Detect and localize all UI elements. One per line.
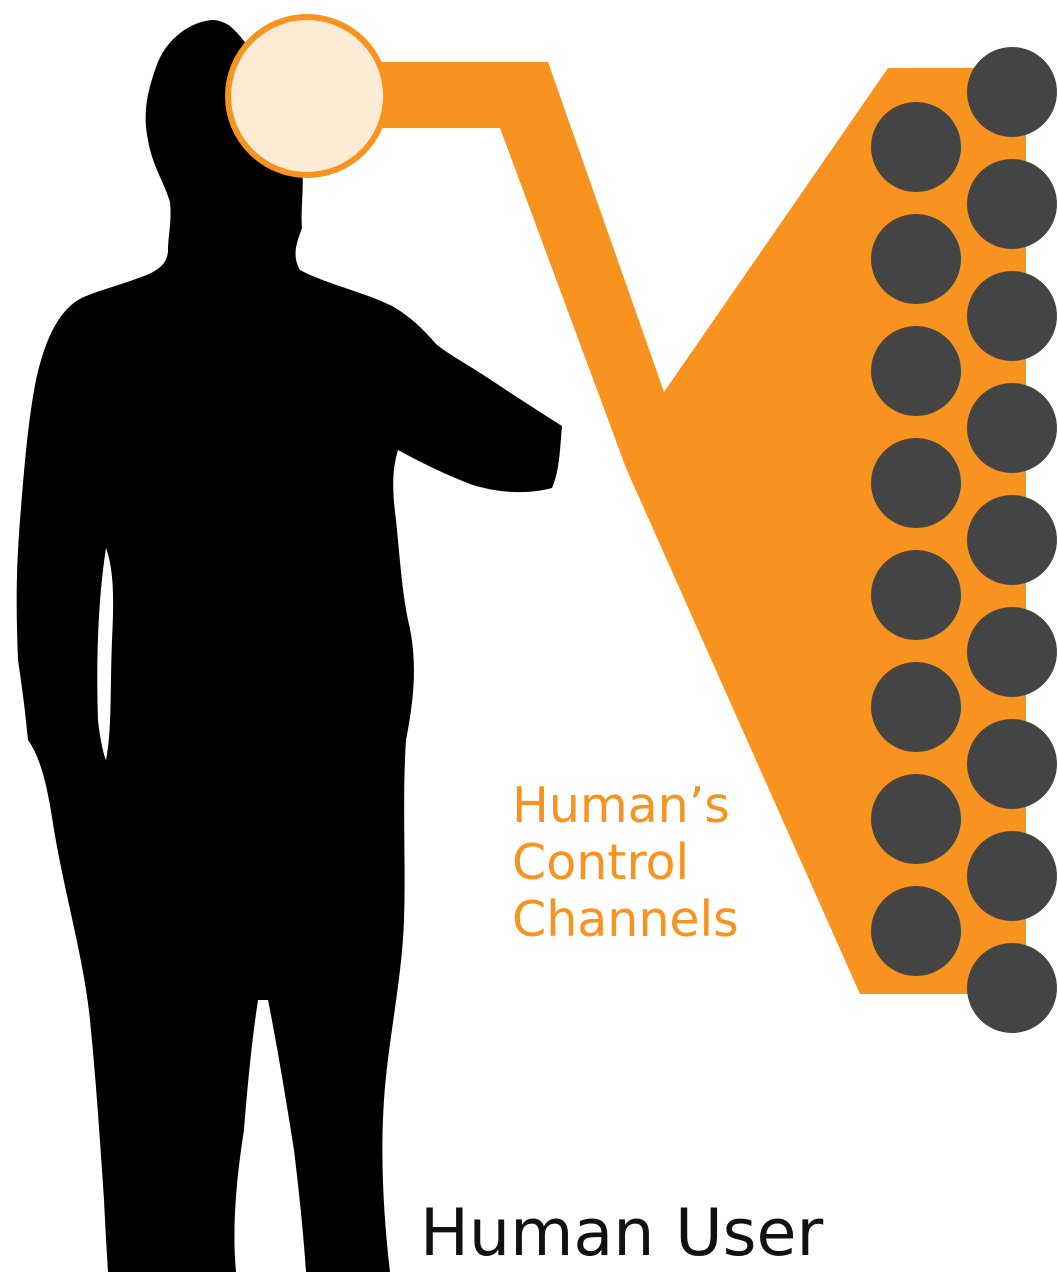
control-channel-node-icon (967, 383, 1057, 473)
control-channel-node-icon (871, 774, 961, 864)
control-channel-node-icon (967, 159, 1057, 249)
control-channel-node-icon (967, 607, 1057, 697)
control-channel-node-icon (871, 886, 961, 976)
control-channel-node-icon (871, 326, 961, 416)
channels-label-line-1: Human’s (512, 777, 739, 834)
control-channel-node-icon (871, 214, 961, 304)
channels-label-line-3: Channels (512, 891, 739, 948)
channels-label: Human’s Control Channels (512, 777, 739, 948)
control-channel-node-icon (871, 438, 961, 528)
control-channel-node-icon (967, 719, 1057, 809)
control-channel-node-icon (871, 662, 961, 752)
control-channel-node-icon (967, 495, 1057, 585)
control-channel-node-icon (967, 47, 1057, 137)
head-circle-icon (228, 17, 386, 175)
control-channel-node-icon (967, 943, 1057, 1033)
control-channel-node-icon (967, 831, 1057, 921)
control-channel-node-icon (871, 550, 961, 640)
user-label: Human User (420, 1196, 823, 1272)
channels-label-line-2: Control (512, 834, 739, 891)
control-channel-node-icon (967, 271, 1057, 361)
control-channel-node-icon (871, 102, 961, 192)
